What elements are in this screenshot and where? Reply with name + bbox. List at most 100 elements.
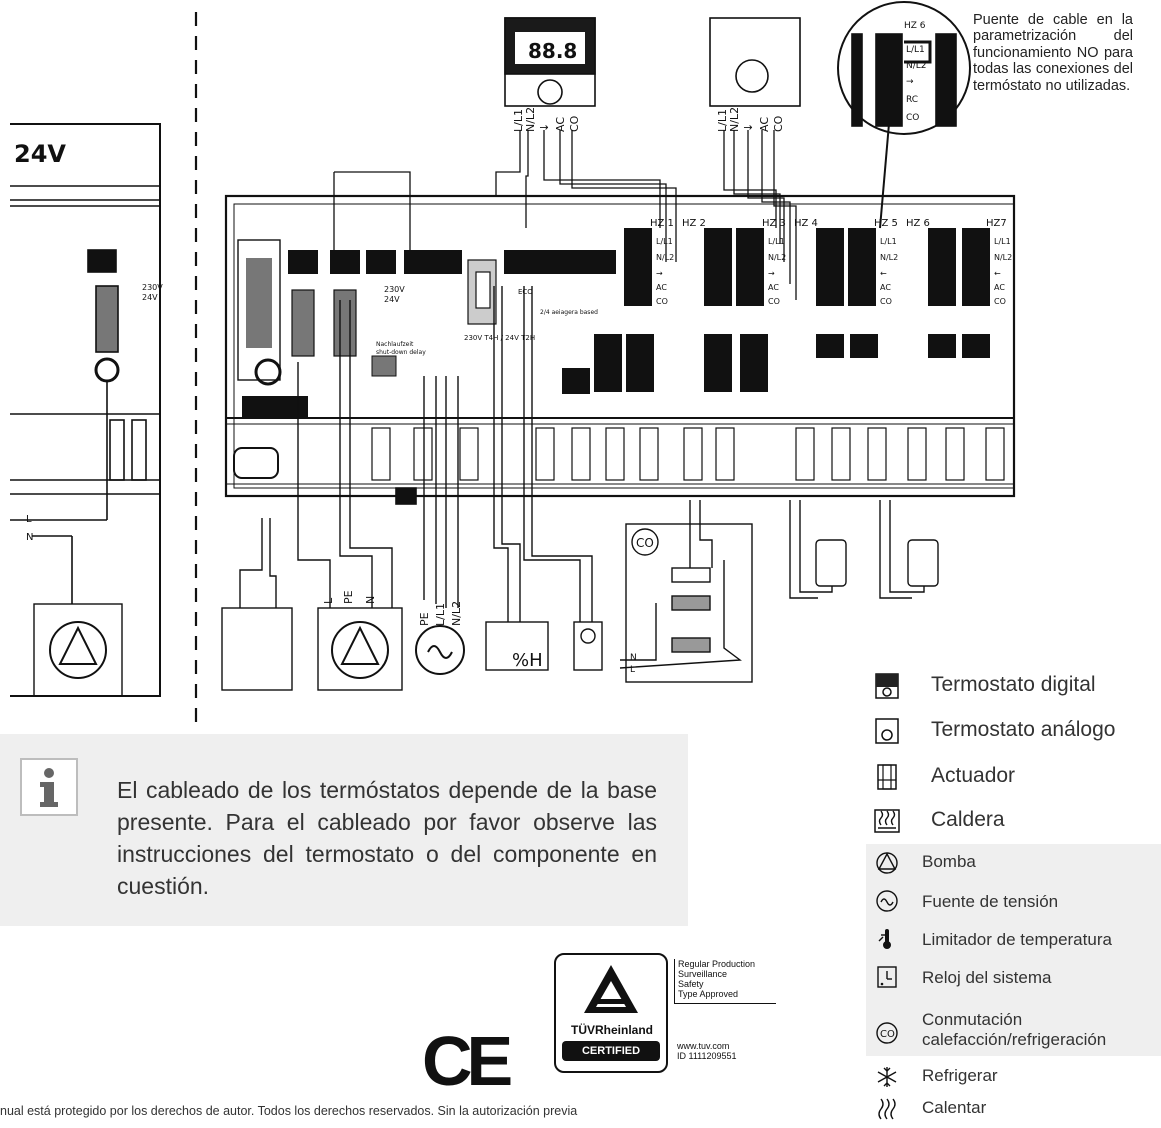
legend-label: Bomba xyxy=(922,852,976,871)
tuv-info: Regular Production Surveillance Safety T… xyxy=(674,959,776,1004)
legend-item: Actuador xyxy=(866,754,1161,800)
main-terminals xyxy=(288,250,616,274)
left-terminal-l: L xyxy=(26,514,32,525)
digital-term-label: L/L1 xyxy=(512,109,525,132)
zone-term: N/L2 xyxy=(656,253,674,262)
tuv-info-line: Regular Production xyxy=(678,959,756,969)
inset-zoom xyxy=(837,1,971,135)
source-term: N/L2 xyxy=(450,601,463,626)
zone-term: AC xyxy=(880,283,891,292)
zone-label: HZ7 xyxy=(986,218,1007,229)
inset-row: → xyxy=(906,77,914,87)
zone-label: HZ 5 xyxy=(874,218,898,229)
base-unit xyxy=(224,194,1016,505)
zone-terminal-blocks xyxy=(562,228,990,394)
digital-term-label: ↓ xyxy=(538,123,551,132)
voltage-source-icon xyxy=(874,888,900,914)
switch-l-label: L xyxy=(630,665,635,675)
legend-item: Refrigerar xyxy=(866,1060,1161,1094)
shutdown-label: shut-down delay xyxy=(376,349,426,356)
pump-term: N xyxy=(364,596,377,604)
legend-label: Fuente de tensión xyxy=(922,892,1059,911)
legend-item: Termostato análogo xyxy=(866,708,1161,754)
base-voltage-24: 24V xyxy=(384,295,400,304)
actuator-icon xyxy=(874,764,900,790)
wire-bridge-annotation: Puente de cable en la parametrización de… xyxy=(973,12,1133,94)
tuv-certified-label: CERTIFIED xyxy=(562,1041,660,1061)
source-terminal-labels: PE L/L1 N/L2 xyxy=(418,601,463,626)
legend-item: Fuente de tensión xyxy=(866,882,1161,920)
tuv-info-line: Surveillance xyxy=(678,969,728,979)
tuv-certification: TÜVRheinland CERTIFIED Regular Productio… xyxy=(554,953,776,1073)
zone-term: → xyxy=(768,269,775,278)
zone-label: HZ 4 xyxy=(794,218,818,229)
inset-content xyxy=(851,33,957,127)
zone-term: CO xyxy=(656,297,668,306)
legend-label: Conmutación calefacción/refrigeración xyxy=(922,1010,1107,1049)
digital-term-label: AC xyxy=(554,117,567,132)
system-clock-device xyxy=(523,286,603,671)
zone-terminal-labels: L/L1 N/L2 → AC CO L/L1 N/L2 → AC CO L/L1… xyxy=(656,237,1012,306)
zone-term: L/L1 xyxy=(994,237,1011,246)
inset-title: HZ 6 xyxy=(904,21,926,31)
pump-term: PE xyxy=(342,590,355,604)
tuv-web-info: www.tuv.com ID 1111209551 xyxy=(674,1041,775,1061)
cooling-icon xyxy=(874,1064,900,1090)
actuator-devices xyxy=(789,500,939,599)
ce-mark: CE xyxy=(422,1022,513,1100)
footer-copyright: nual está protegido por los derechos de … xyxy=(0,1104,578,1118)
analog-thermostat-icon xyxy=(874,718,900,744)
zone-term: CO xyxy=(768,297,780,306)
co-switch-icon: CO xyxy=(874,1020,900,1046)
legend-label: Caldera xyxy=(931,808,1005,831)
left-terminal-n: N xyxy=(26,532,33,543)
co-switch-device xyxy=(619,500,753,683)
actuator-slots xyxy=(371,427,1005,481)
inset-row: RC xyxy=(906,95,918,105)
legend-label: Reloj del sistema xyxy=(922,968,1052,987)
thermostat-wires xyxy=(333,111,891,300)
heating-icon xyxy=(874,1096,900,1122)
digital-term-label: CO xyxy=(568,115,581,132)
analog-thermostat-device xyxy=(709,17,801,107)
legend-item: Termostato digital xyxy=(866,664,1161,708)
left-voltage-label: 24V xyxy=(14,140,66,168)
zone-term: N/L2 xyxy=(880,253,898,262)
tuv-web: www.tuv.com xyxy=(677,1041,730,1051)
pump-icon xyxy=(874,850,900,876)
temperature-limiter-device xyxy=(485,286,549,671)
zone-term: AC xyxy=(994,283,1005,292)
zone-label: HZ 3 xyxy=(762,218,786,229)
tuv-brand: TÜVRheinland xyxy=(570,1023,653,1037)
analog-term-label: N/L2 xyxy=(728,107,741,132)
zone-term: CO xyxy=(880,297,892,306)
system-clock-icon xyxy=(874,964,900,990)
analog-thermostat-terminals: L/L1 N/L2 ↓ AC CO xyxy=(716,107,785,132)
left-volt-230: 230V xyxy=(142,283,163,292)
analog-term-label: CO xyxy=(772,115,785,132)
zone-term: ← xyxy=(880,269,887,278)
zone-term: L/L1 xyxy=(768,237,785,246)
pump-device xyxy=(297,300,403,691)
info-note-text: El cableado de los termóstatos depende d… xyxy=(117,777,657,899)
humidity-label: %H xyxy=(512,650,543,671)
nachlauf-label: Nachlaufzeit xyxy=(376,341,414,348)
legend-label: Calentar xyxy=(922,1098,987,1117)
tuv-id: ID 1111209551 xyxy=(677,1051,737,1061)
analog-term-label: L/L1 xyxy=(716,109,729,132)
inset-row: L/L1 xyxy=(906,45,925,55)
switch-n-label: N xyxy=(630,653,637,663)
legend-label: Limitador de temperatura xyxy=(922,930,1112,949)
legend-item: Reloj del sistema xyxy=(866,958,1161,996)
pump-terminal-labels: L PE N xyxy=(322,590,377,604)
digital-term-label: N/L2 xyxy=(524,107,537,132)
inset-labels: HZ 6 L/L1 N/L2 → RC CO xyxy=(904,21,927,123)
legend-item: Bomba xyxy=(866,844,1161,882)
legend-label: Termostato digital xyxy=(931,673,1096,696)
zone-term: AC xyxy=(768,283,779,292)
zone-label: HZ 1 xyxy=(650,218,674,229)
zone-term: CO xyxy=(994,297,1006,306)
analog-term-label: AC xyxy=(758,117,771,132)
co-device-label: CO xyxy=(636,536,654,550)
